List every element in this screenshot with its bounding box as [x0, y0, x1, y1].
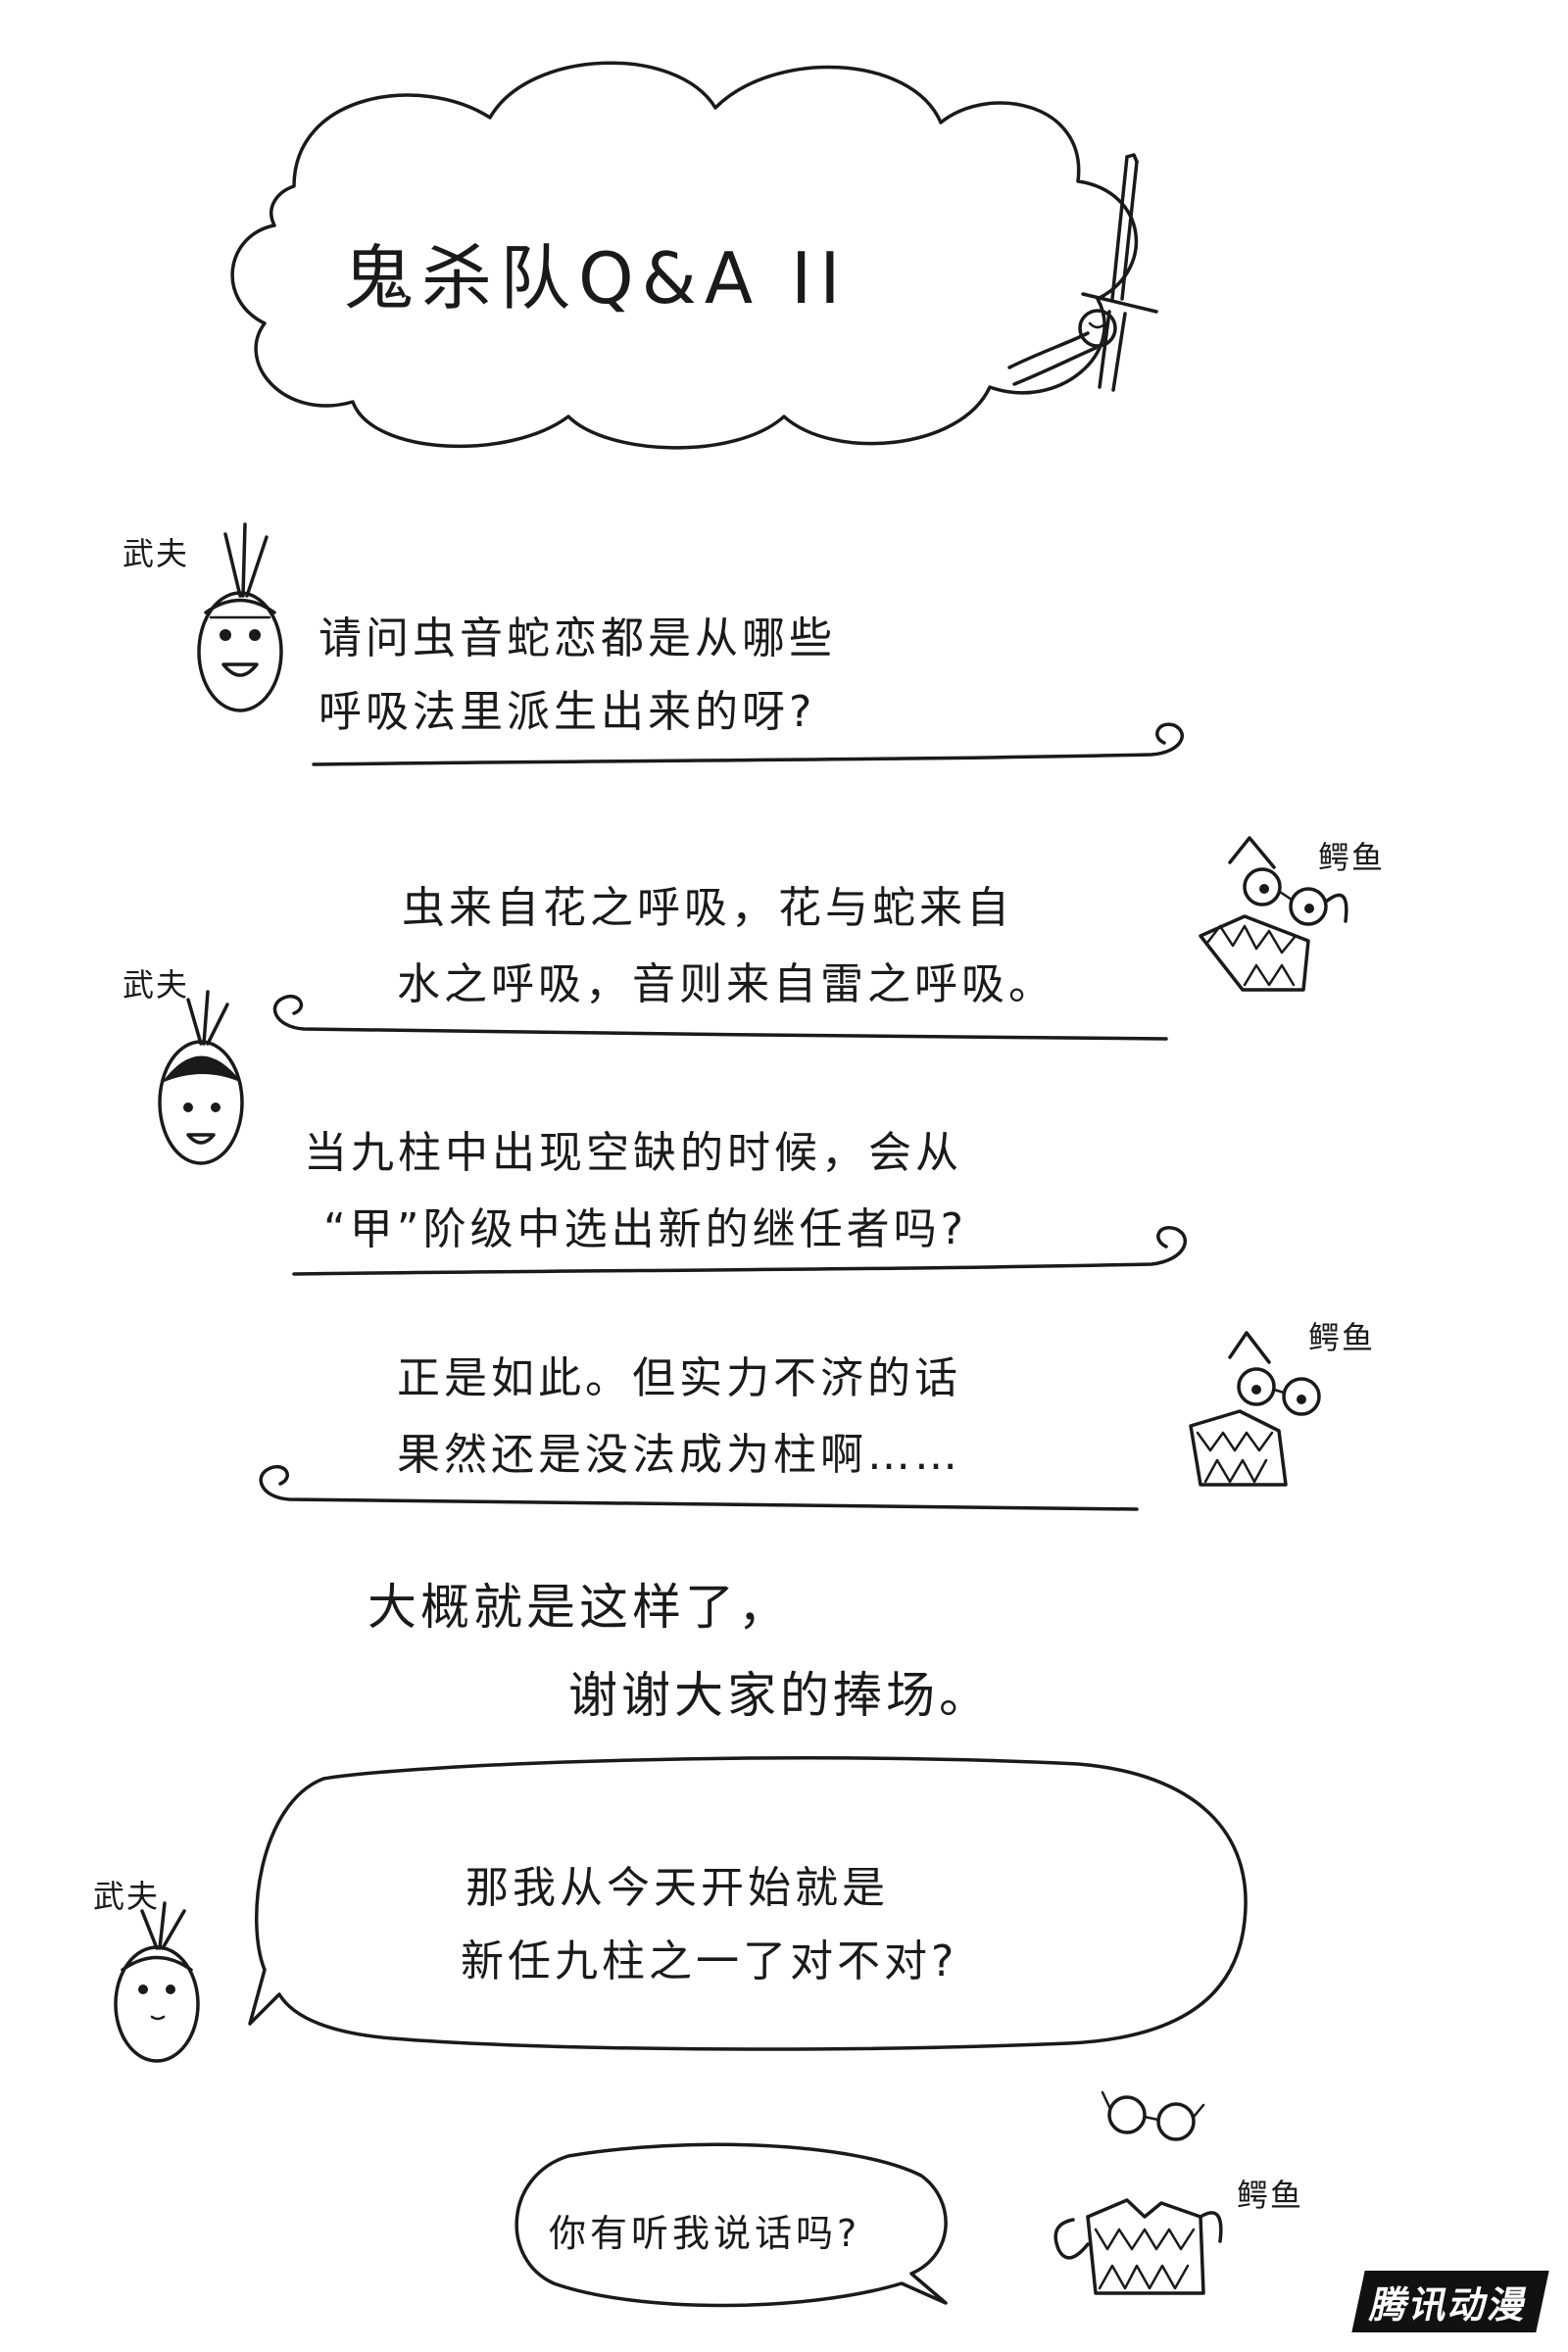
speaker-label-eyu-3: 鳄鱼	[1237, 2177, 1304, 2214]
question-1-line-1: 请问虫音蛇恋都是从哪些	[318, 613, 836, 663]
answer-2-line-2: 果然还是没法成为柱啊……	[397, 1430, 961, 1480]
separator-4	[259, 1464, 1139, 1511]
small-bubble-text: 你有听我说话吗?	[549, 2212, 861, 2255]
question-2-line-1: 当九柱中出现空缺的时候，会从	[304, 1128, 962, 1178]
question-2-line-2: “甲”阶级中选出新的继任者吗?	[323, 1204, 967, 1254]
answer-1-line-2: 水之呼吸，音则来自雷之呼吸。	[397, 959, 1055, 1009]
wufu-avatar-1	[197, 522, 283, 712]
title-cloud	[230, 61, 1139, 450]
watermark-logo: 腾讯动漫	[1351, 2271, 1549, 2332]
sword-icon	[1007, 153, 1158, 392]
wufu-avatar-2	[158, 990, 244, 1165]
speaker-label-eyu-2: 鳄鱼	[1308, 1319, 1376, 1356]
speaker-label-wufu-1: 武夫	[122, 535, 190, 572]
eyu-avatar-2	[1189, 1331, 1321, 1487]
speaker-label-wufu-3: 武夫	[93, 1878, 161, 1915]
speaker-label-wufu-2: 武夫	[122, 966, 190, 1004]
big-bubble-line-1: 那我从今天开始就是	[466, 1863, 889, 1913]
question-1-line-2: 呼吸法里派生出来的呀?	[318, 687, 816, 737]
separator-2	[272, 994, 1168, 1041]
eyu-avatar-1	[1199, 836, 1348, 992]
speaker-label-eyu-1: 鳄鱼	[1318, 839, 1386, 876]
big-speech-bubble	[248, 1756, 1248, 2051]
big-bubble-line-2: 新任九柱之一了对不对?	[461, 1936, 958, 1986]
answer-1-line-1: 虫来自花之呼吸，花与蛇来自	[402, 883, 1013, 933]
separator-1	[312, 722, 1184, 766]
answer-2-line-1: 正是如此。但实力不济的话	[397, 1353, 961, 1403]
separator-3	[292, 1226, 1188, 1276]
small-speech-bubble	[514, 2142, 948, 2308]
page-title: 鬼杀队Q&A II	[343, 237, 849, 319]
closing-line-2: 谢谢大家的捧场。	[568, 1667, 992, 1724]
eyu-avatar-3	[1054, 2090, 1223, 2295]
wufu-avatar-3	[114, 1901, 200, 2063]
closing-line-1: 大概就是这样了，	[368, 1579, 791, 1636]
